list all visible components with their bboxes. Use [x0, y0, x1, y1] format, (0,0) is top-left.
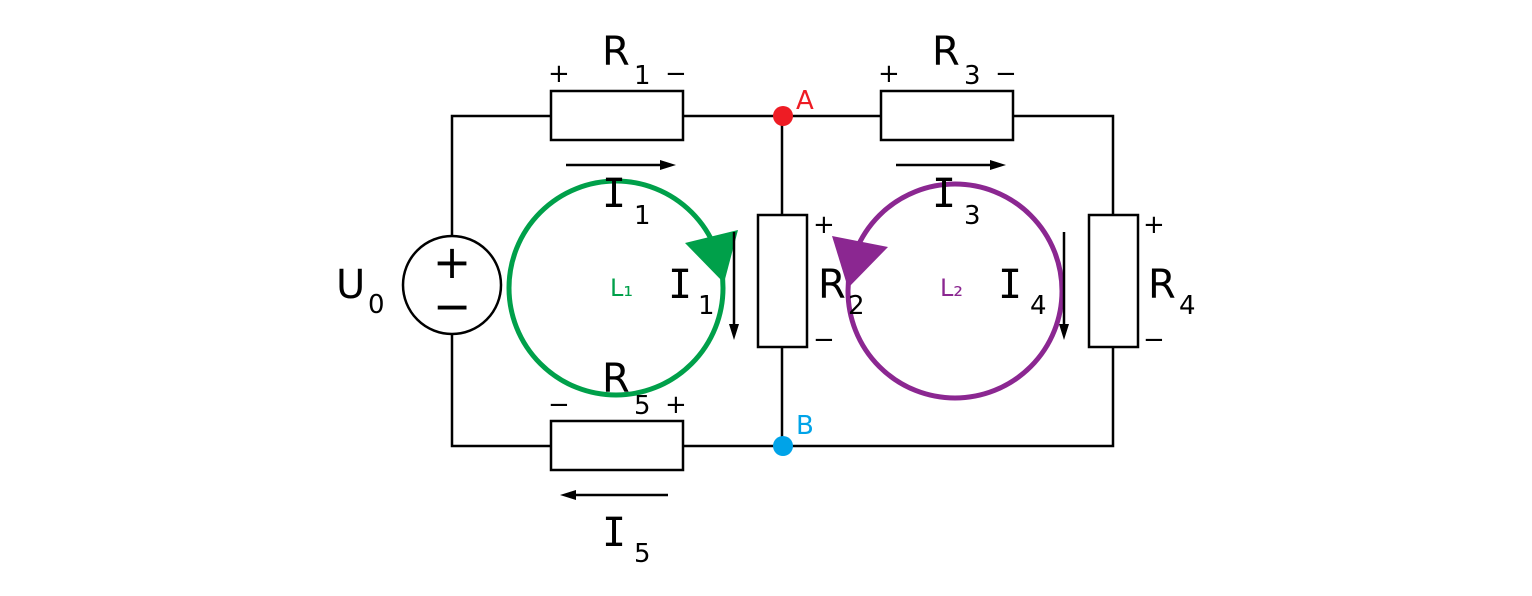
node-a-dot [773, 106, 793, 126]
r4-plus: + [1143, 210, 1165, 240]
resistor-r1 [549, 89, 685, 142]
r4-minus: − [1143, 325, 1165, 355]
loop-l2-label: L₂ [940, 274, 963, 302]
loop-l1-arrow-icon [685, 230, 738, 283]
resistor-r5 [549, 419, 685, 472]
source-label-sub: 0 [368, 290, 385, 320]
current-i1-mid-arrow-icon [729, 232, 739, 340]
current-i1-top-label: I [602, 171, 626, 217]
loop-l2-path [845, 181, 1065, 401]
r1-label-sub: 1 [634, 61, 651, 91]
current-arrows [560, 160, 1069, 500]
r3-label: R [932, 29, 960, 75]
r4-label: R [1148, 262, 1176, 308]
wire-top-right [1013, 114, 1115, 215]
node-b-label: B [796, 411, 814, 441]
wire-right-bottom [683, 347, 1115, 448]
node-b-dot [773, 436, 793, 456]
loop-l1-path [506, 178, 726, 398]
current-i5-label: I [602, 510, 626, 556]
source-plus-sign: + [433, 235, 472, 289]
r2-label: R [818, 262, 846, 308]
r2-minus: − [813, 325, 835, 355]
r3-minus: − [995, 59, 1017, 89]
current-i1-mid-label: I [668, 262, 692, 308]
r3-plus: + [878, 59, 900, 89]
r2-label-sub: 2 [848, 291, 865, 321]
r3-label-sub: 3 [964, 61, 981, 91]
resistor-r4 [1087, 213, 1140, 349]
current-i4-sub: 4 [1030, 291, 1047, 321]
current-i3-sub: 3 [964, 201, 981, 231]
current-i4-arrow-icon [1059, 232, 1069, 340]
node-a-label: A [796, 86, 814, 116]
source-label-u: U [336, 262, 365, 308]
wires [450, 114, 1115, 448]
current-i5-sub: 5 [634, 539, 651, 569]
wire-left-top [450, 114, 551, 237]
current-i5-arrow-icon [560, 490, 668, 500]
loop-l1-label: L₁ [610, 274, 633, 302]
current-i4-label: I [998, 262, 1022, 308]
current-i1-top-sub: 1 [634, 201, 651, 231]
source-minus-sign: − [433, 279, 472, 333]
current-i3-arrow-icon [896, 160, 1006, 170]
current-i1-top-arrow-icon [566, 160, 676, 170]
r2-plus: + [813, 210, 835, 240]
r5-label-sub: 5 [634, 391, 651, 421]
resistor-r2 [756, 213, 809, 349]
resistor-r3 [879, 89, 1015, 142]
loop-l2-arrow-icon [832, 236, 888, 288]
r1-label: R [602, 29, 630, 75]
current-i1-mid-sub: 1 [698, 291, 715, 321]
r1-minus: − [665, 59, 687, 89]
wire-left-bottom [450, 333, 551, 448]
r5-label: R [602, 356, 630, 402]
r5-minus: − [548, 390, 570, 420]
r5-plus: + [665, 390, 687, 420]
current-i3-label: I [932, 171, 956, 217]
r1-plus: + [548, 59, 570, 89]
r4-label-sub: 4 [1179, 291, 1196, 321]
voltage-source-icon [401, 234, 503, 336]
